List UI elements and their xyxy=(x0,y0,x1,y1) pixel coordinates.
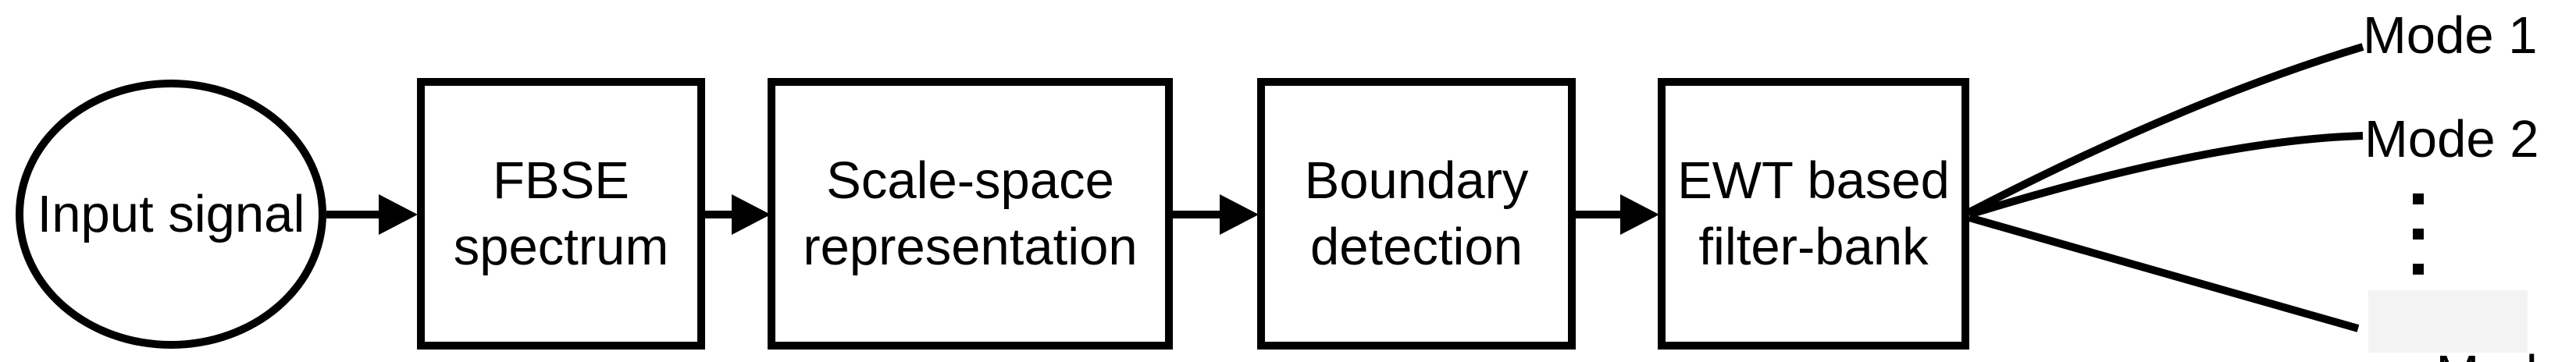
mode-m-highlight xyxy=(2368,290,2528,353)
arrow-input-to-fbse xyxy=(326,194,418,235)
scale-space-line1: Scale-space xyxy=(826,151,1114,210)
ellipsis-dot xyxy=(2413,229,2424,240)
ewt-line1: EWT based xyxy=(1677,151,1950,210)
boundary-line1: Boundary xyxy=(1304,151,1529,210)
input-signal-label: Input signal xyxy=(37,185,305,243)
mode-m-prefix: Mode xyxy=(2435,345,2576,362)
scale-space-line2: representation xyxy=(803,218,1138,276)
ellipsis-dot xyxy=(2413,264,2424,275)
node-ewt-filter-bank: EWT based filter-bank xyxy=(1658,78,1969,350)
fbse-line1: FBSE xyxy=(493,151,629,210)
curve-to-mode-1 xyxy=(1967,43,2364,216)
label-mode-m: Mode M xyxy=(2378,296,2576,362)
fbse-line2: spectrum xyxy=(453,218,669,276)
arrow-fbse-to-scalespace xyxy=(703,194,771,235)
node-boundary-detection: Boundary detection xyxy=(1257,78,1576,350)
label-mode-2: Mode 2 xyxy=(2364,110,2539,169)
node-input-signal: Input signal xyxy=(16,80,326,349)
curve-to-mode-2 xyxy=(1968,132,2364,218)
node-fbse-spectrum: FBSE spectrum xyxy=(417,78,705,350)
curve-to-mode-m xyxy=(1968,214,2360,332)
ellipsis-dot xyxy=(2413,193,2424,204)
vertical-ellipsis-icon xyxy=(2413,193,2424,275)
node-scale-space: Scale-space representation xyxy=(768,78,1173,350)
boundary-line2: detection xyxy=(1310,218,1523,276)
arrow-scalespace-to-boundary xyxy=(1170,194,1259,235)
arrow-boundary-to-ewt xyxy=(1573,194,1659,235)
label-mode-1: Mode 1 xyxy=(2363,6,2538,65)
ewt-line2: filter-bank xyxy=(1698,218,1929,276)
